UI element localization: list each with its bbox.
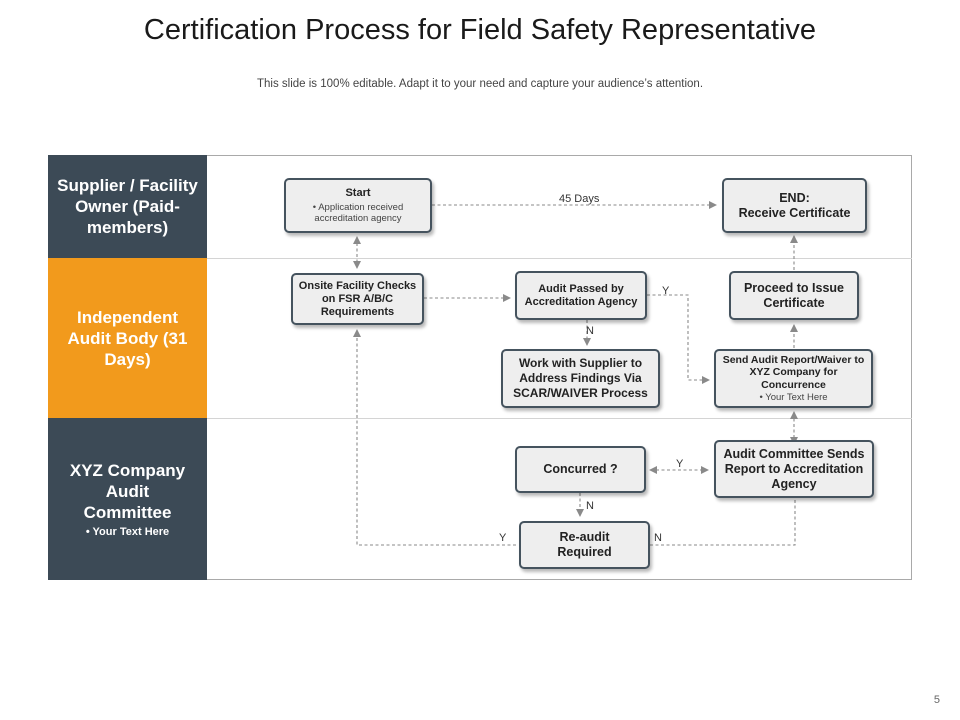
node-send-report-title: Send Audit Report/Waiver to XYZ Company … [722, 353, 865, 391]
page-subtitle: This slide is 100% editable. Adapt it to… [256, 78, 704, 90]
edge-label-no: N [586, 325, 594, 337]
lane-audit-body: Independent Audit Body (31 Days) [48, 258, 207, 418]
node-work-with-supplier: Work with Supplier to Address Findings V… [501, 349, 660, 408]
lane-label: Supplier / Facility Owner (Paid-members) [57, 176, 198, 237]
node-label: Proceed to Issue Certificate [743, 280, 845, 310]
edge-label-no: N [654, 532, 662, 544]
node-onsite-checks: Onsite Facility Checks on FSR A/B/C Requ… [291, 273, 424, 325]
node-reaudit: Re-audit Required [519, 521, 650, 569]
node-start: Start • Application received accreditati… [284, 178, 432, 233]
node-end-line2: Receive Certificate [738, 205, 851, 220]
lane-divider [207, 258, 912, 259]
lane-label: XYZ Company Audit Committee [69, 461, 186, 522]
node-label: Concurred ? [543, 462, 618, 476]
node-proceed-issue: Proceed to Issue Certificate [729, 271, 859, 320]
edge-label-days: 45 Days [559, 193, 600, 205]
node-send-report: Send Audit Report/Waiver to XYZ Company … [714, 349, 873, 408]
lane-bullet: • Your Text Here [85, 526, 170, 538]
node-start-bullet: • Application received accreditation age… [312, 202, 404, 224]
connector-reaudit-onsite [353, 329, 516, 546]
page-title: Certification Process for Field Safety R… [143, 14, 817, 46]
lane-label: Independent Audit Body (31 Days) [67, 307, 188, 369]
node-committee-sends: Audit Committee Sends Report to Accredit… [714, 440, 874, 498]
edge-label-yes: Y [676, 458, 684, 470]
node-label: Work with Supplier to Address Findings V… [513, 356, 648, 400]
node-end-line1: END: [779, 190, 810, 205]
node-send-report-bullet: • Your Text Here [759, 392, 828, 404]
lane-audit-committee: XYZ Company Audit Committee • Your Text … [48, 418, 207, 580]
node-label: Audit Passed by Accreditation Agency [524, 282, 638, 308]
node-audit-passed: Audit Passed by Accreditation Agency [515, 271, 647, 320]
connector-reaudit-committee [650, 498, 796, 546]
node-label: Re-audit Required [557, 530, 612, 559]
node-end: END: Receive Certificate [722, 178, 867, 233]
node-concurred: Concurred ? [515, 446, 646, 493]
edge-label-yes: Y [662, 285, 670, 297]
edge-label-yes: Y [499, 532, 507, 544]
lane-supplier: Supplier / Facility Owner (Paid-members) [48, 155, 207, 258]
connector-passed-send [647, 294, 710, 384]
lane-divider [207, 418, 912, 419]
page-number: 5 [933, 694, 940, 706]
edge-label-no: N [586, 500, 594, 512]
node-label: Audit Committee Sends Report to Accredit… [723, 446, 865, 491]
node-label: Onsite Facility Checks on FSR A/B/C Requ… [298, 279, 417, 318]
node-start-title: Start [345, 187, 371, 199]
